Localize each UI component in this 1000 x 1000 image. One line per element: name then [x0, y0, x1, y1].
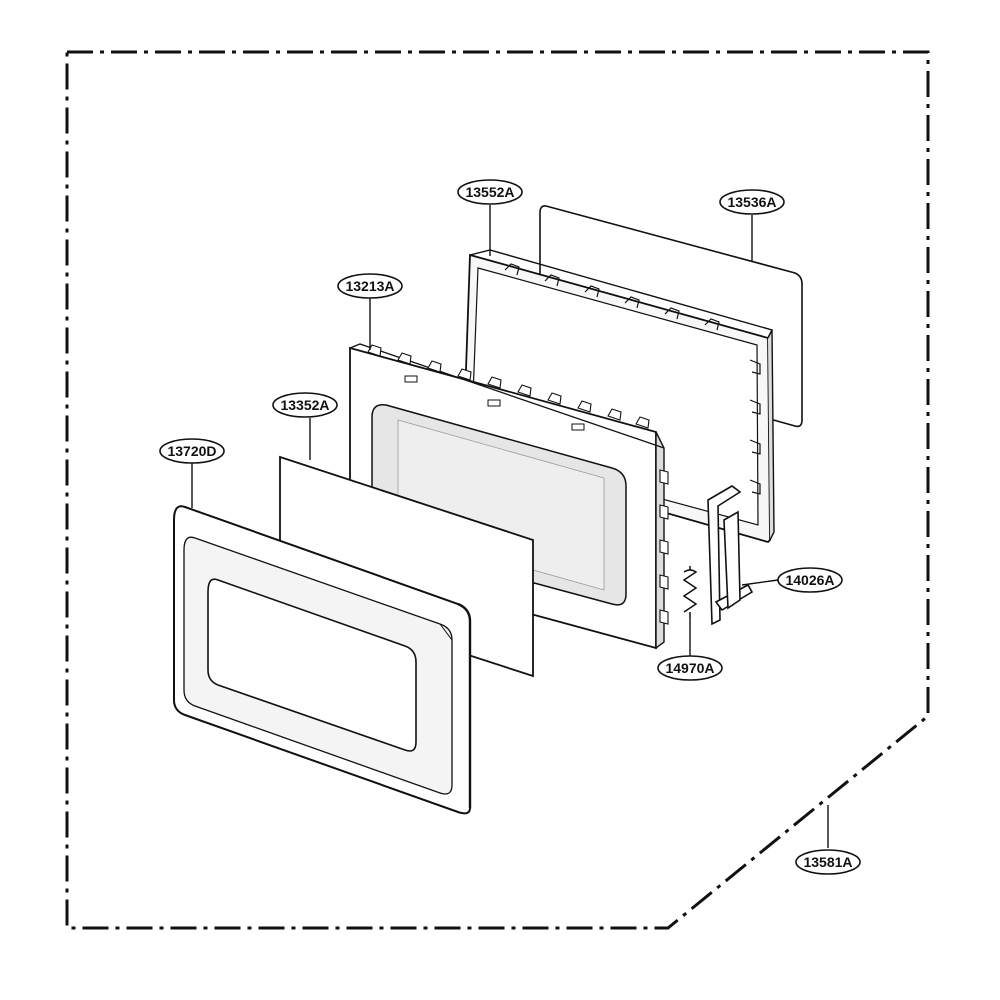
callout-13720d: 13720D: [159, 438, 225, 464]
part-label: 13581A: [803, 854, 852, 870]
part-14026a-latch-hook: [707, 485, 754, 626]
part-label: 13352A: [280, 397, 329, 413]
part-label: 13536A: [727, 194, 776, 210]
part-label: 13552A: [465, 184, 514, 200]
door-front-window: [207, 578, 417, 752]
callout-13352a: 13352A: [272, 392, 338, 418]
assembly-boundary: [65, 50, 930, 930]
part-label: 14026A: [785, 572, 834, 588]
callout-13536a: 13536A: [719, 189, 785, 215]
callout-14026a: 14026A: [777, 567, 843, 593]
part-13720d-door-front: [173, 505, 472, 815]
leader-lines: [191, 205, 829, 848]
part-label: 13720D: [167, 443, 216, 459]
callout-13552a: 13552A: [457, 179, 523, 205]
callout-13581a: 13581A: [795, 849, 861, 875]
callout-13213a: 13213A: [337, 273, 403, 299]
callout-14970a: 14970A: [657, 655, 723, 681]
part-label: 13213A: [345, 278, 394, 294]
part-14970a-spring: [682, 566, 698, 618]
part-label: 14970A: [665, 660, 714, 676]
